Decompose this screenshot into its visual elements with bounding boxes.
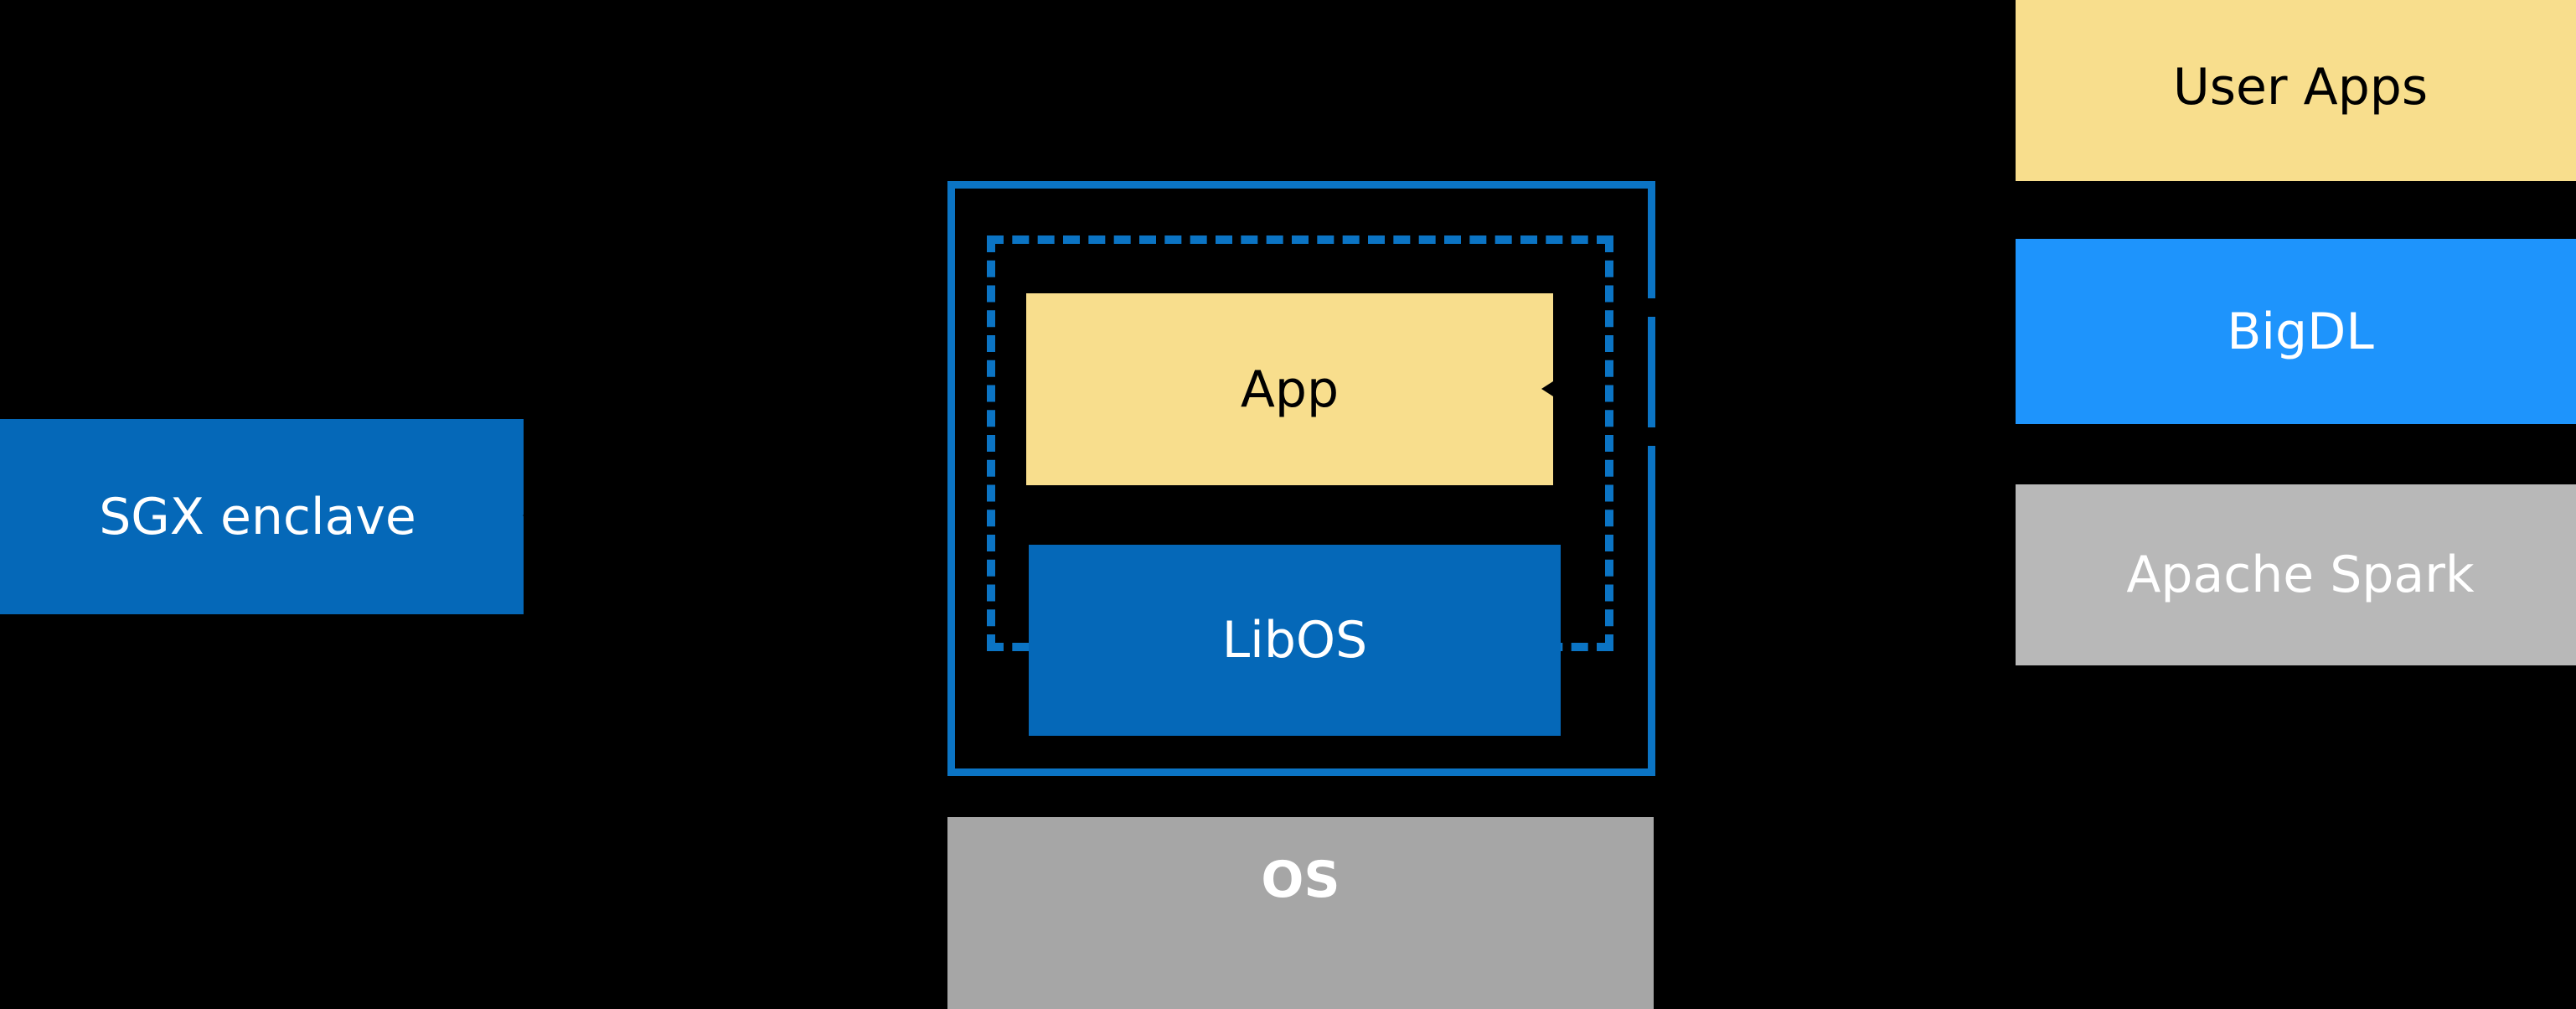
apache-spark-label: Apache Spark [2126, 546, 2475, 604]
frame-gap-upper [1644, 298, 1658, 317]
frame-gap-lower [1644, 427, 1658, 446]
app-box: App [1026, 293, 1553, 485]
os-box: OS [947, 817, 1654, 1009]
user-apps-box: User Apps [2016, 0, 2576, 181]
sgx-enclave-box: SGX enclave [0, 419, 524, 614]
libos-label: LibOS [1221, 611, 1368, 670]
sgx-enclave-label: SGX enclave [99, 487, 416, 546]
bigdl-label: BigDL [2227, 302, 2374, 361]
sgx-connector-arrow-icon [523, 508, 534, 523]
os-label: OS [1261, 851, 1340, 909]
enclave-outer-frame [947, 181, 1655, 776]
libos-box: LibOS [1029, 545, 1561, 736]
app-label: App [1240, 360, 1340, 419]
bigdl-box: BigDL [2016, 239, 2576, 424]
apache-spark-box: Apache Spark [2016, 484, 2576, 665]
user-apps-label: User Apps [2172, 58, 2429, 116]
app-connector-arrow-icon [1541, 381, 1553, 396]
